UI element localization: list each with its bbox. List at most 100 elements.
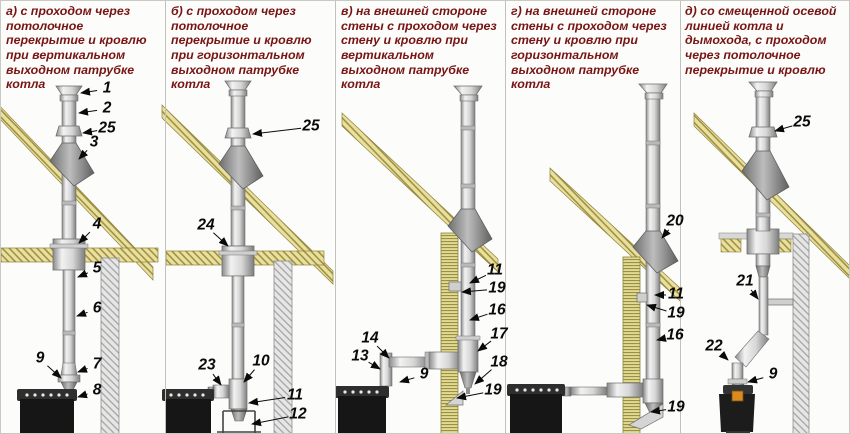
callout-leader-lines (47, 87, 793, 427)
tee (642, 378, 664, 404)
callout-number-g-19: 19 (667, 398, 685, 416)
scheme-v-drawing (335, 85, 499, 433)
callout-number-a-3: 3 (89, 133, 99, 151)
storm-collar (55, 125, 83, 137)
condensate-cap (230, 408, 248, 422)
chimney-pipe-lower (758, 276, 769, 336)
callout-leader-v-19 (461, 287, 488, 296)
wall-bracket (636, 292, 648, 303)
callout-leader-b-11 (248, 397, 286, 406)
callout-leader-v-19 (456, 392, 484, 401)
panel-g-title: г) на внешней стороне стены с проходом ч… (511, 4, 667, 92)
pipe-joint (230, 205, 246, 211)
callout-leader-b-23 (212, 373, 222, 386)
callout-number-a-5: 5 (92, 259, 102, 277)
callout-leader-a-9 (47, 365, 62, 379)
pipe-joint (460, 183, 476, 189)
horizontal-branch (212, 384, 230, 399)
callout-leader-d-25 (774, 124, 793, 133)
exterior-wall (622, 256, 641, 433)
wall-pass-section (606, 382, 644, 398)
roof-flashing (632, 230, 679, 274)
reducer (755, 265, 771, 278)
wall-bracket (767, 298, 794, 306)
callout-leader-a-8 (77, 390, 88, 399)
callout-number-a-6: 6 (92, 299, 102, 317)
roof-flashing (218, 145, 264, 190)
callout-leader-v-11 (469, 274, 487, 284)
pipe-joint (61, 200, 77, 206)
callout-number-a-25: 25 (98, 119, 116, 137)
chimney-pipe-lower (231, 275, 245, 380)
stove-door (731, 390, 744, 402)
callout-number-b-25: 25 (302, 117, 320, 135)
callout-leader-g-20 (661, 228, 671, 239)
chimney-pipe-lower (62, 269, 76, 366)
panel-v-title: в) на внешней стороне стены с проходом ч… (341, 4, 497, 92)
callout-number-b-23: 23 (198, 356, 216, 374)
callout-number-v-11: 11 (486, 261, 504, 279)
panel-divider (505, 1, 506, 433)
callout-leader-v-9 (399, 375, 415, 384)
callout-number-a-9: 9 (35, 349, 45, 367)
callout-leader-a-1 (80, 87, 98, 96)
callout-number-d-25: 25 (793, 113, 811, 131)
callout-number-b-10: 10 (252, 352, 270, 370)
panel-divider (680, 1, 681, 433)
adapter (60, 362, 78, 376)
callout-number-d-22: 22 (705, 337, 723, 355)
callout-number-g-19: 19 (667, 304, 685, 322)
callout-leader-a-5 (77, 269, 88, 278)
callout-leader-b-10 (243, 369, 255, 383)
pipe-joint (460, 262, 476, 268)
pipe-joint (645, 140, 661, 146)
callout-number-g-20: 20 (666, 212, 684, 230)
callout-number-v-18: 18 (490, 353, 508, 371)
callout-leader-a-7 (77, 365, 88, 373)
pipe-joint (231, 322, 245, 328)
scheme-g-drawing (507, 83, 681, 433)
interior-wall (100, 257, 120, 433)
callout-leader-a-4 (78, 231, 91, 244)
panel-b-title: б) с проходом через потолочное перекрыти… (171, 4, 312, 92)
callout-number-v-19: 19 (484, 381, 502, 399)
callout-number-v-13: 13 (351, 347, 369, 365)
callout-leader-v-17 (477, 340, 492, 352)
boiler (335, 386, 389, 433)
storm-collar (748, 126, 778, 138)
callout-leader-d-21 (749, 289, 759, 300)
pipe-joint (755, 212, 771, 218)
interior-wall (792, 233, 810, 433)
callout-number-b-12: 12 (289, 405, 307, 423)
callout-leader-v-18 (474, 369, 492, 385)
callout-leader-a-25 (82, 127, 98, 136)
condensate-cap (459, 371, 477, 389)
ceiling-slab (720, 238, 742, 253)
wall-bracket (448, 281, 462, 292)
callout-leader-d-9 (747, 375, 764, 384)
callout-number-d-21: 21 (736, 272, 754, 290)
panel-d-title: д) со смещенной осевой линией котла и ды… (685, 4, 837, 77)
stove (719, 385, 755, 433)
callout-leader-v-14 (376, 345, 390, 359)
roof-slope (161, 104, 334, 285)
callout-leader-b-12 (251, 416, 289, 427)
callout-number-a-2: 2 (102, 99, 112, 117)
tee (457, 338, 479, 373)
callout-leader-a-3 (78, 149, 89, 160)
pipe-joint (62, 330, 76, 336)
ceiling-pass-through (746, 228, 780, 255)
callout-leader-g-16 (656, 334, 667, 342)
callout-leader-b-25 (252, 127, 302, 137)
tee (228, 378, 248, 410)
horizontal-pipe (570, 386, 608, 396)
pipe-joint (460, 125, 476, 131)
callout-number-b-11: 11 (286, 386, 304, 404)
callout-leader-b-24 (213, 232, 229, 247)
roof-flashing (447, 208, 493, 253)
interior-wall (273, 260, 293, 433)
ceiling-pass-through (221, 245, 255, 277)
callout-leader-g-19 (650, 406, 667, 415)
callout-number-v-16: 16 (488, 301, 506, 319)
